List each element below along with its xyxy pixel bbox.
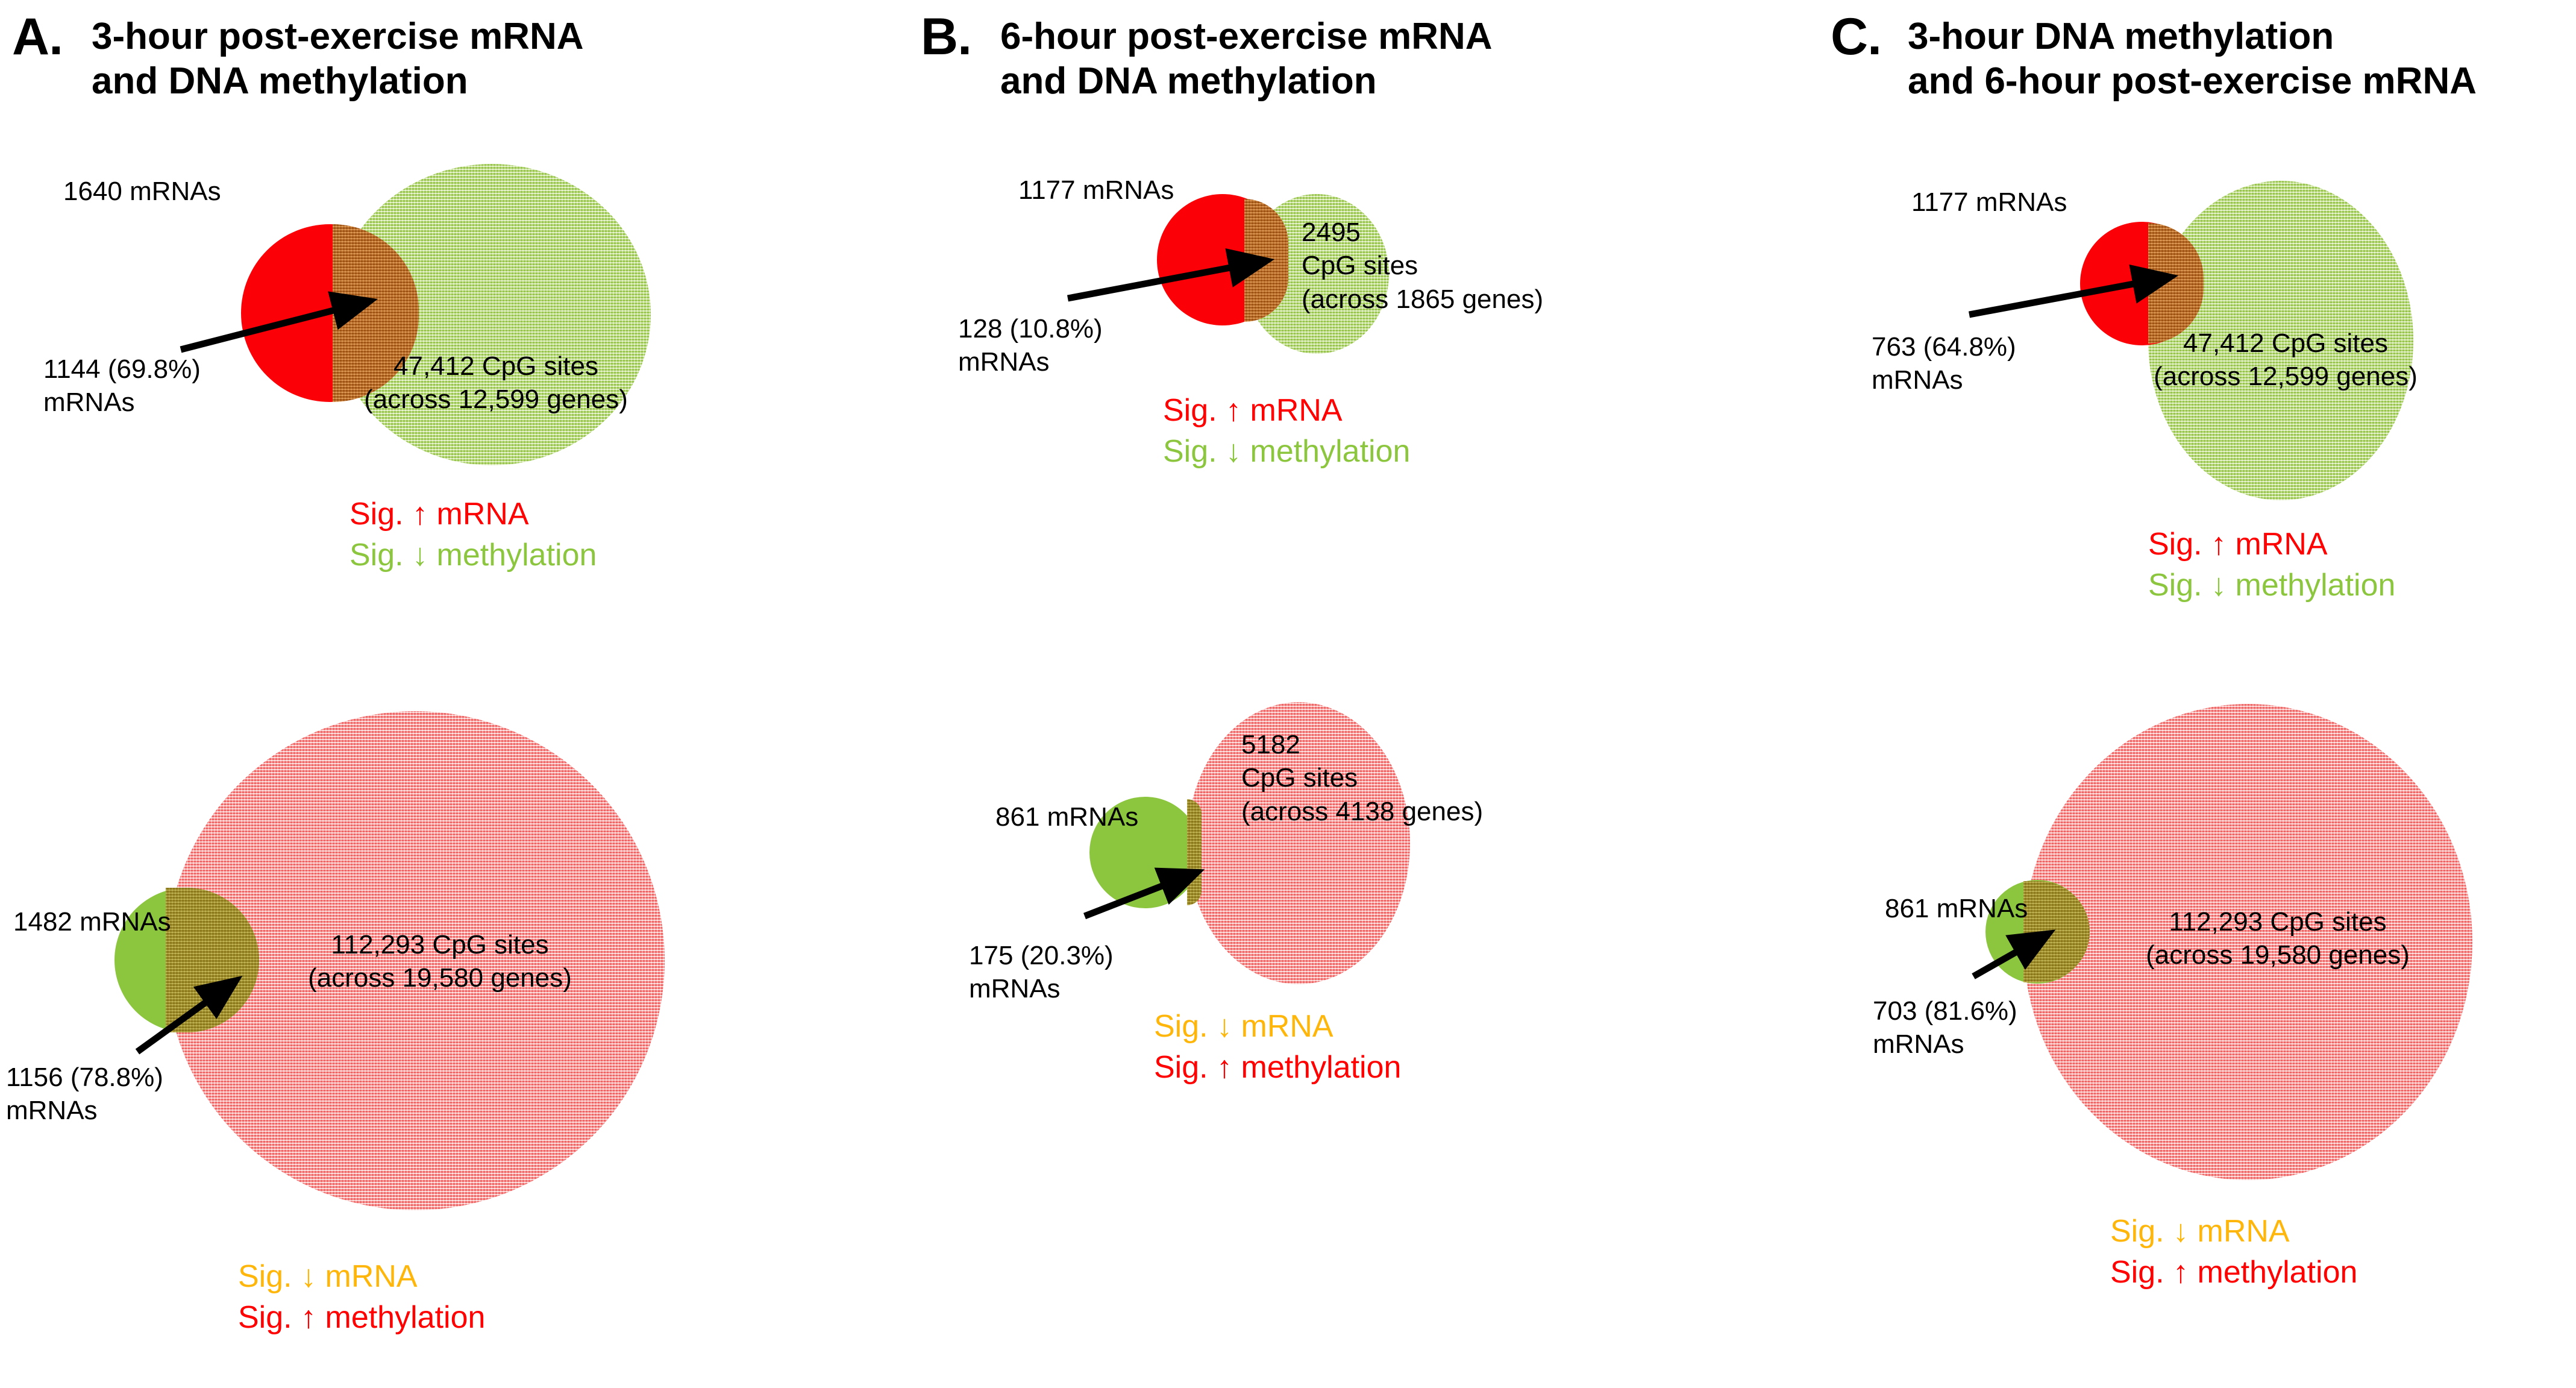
- overlap-label-a-bottom: 1156 (78.8%) mRNAs: [6, 1063, 163, 1126]
- panel-c-letter: C.: [1831, 8, 1882, 66]
- mrna-total-label-b-bottom: 861 mRNAs: [995, 802, 1139, 832]
- mrna-total-label-c-top: 1177 mRNAs: [1911, 187, 2067, 217]
- panel-c-header: C. 3-hour DNA methylation and 6-hour pos…: [1831, 11, 2477, 104]
- overlap-arrow-b-top: [1067, 248, 1275, 302]
- legend-a-top-line1: Sig. ↑ mRNA: [349, 497, 529, 532]
- legend-c-top-line1: Sig. ↑ mRNA: [2148, 527, 2328, 562]
- overlap-label-b-bottom: 175 (20.3%) mRNAs: [969, 941, 1114, 1004]
- legend-c-top-line2: Sig. ↓ methylation: [2148, 567, 2396, 603]
- legend-b-bottom-line1: Sig. ↓ mRNA: [1154, 1009, 1333, 1044]
- panel-a-letter: A.: [12, 8, 63, 66]
- legend-b-top-line2: Sig. ↓ methylation: [1163, 433, 1411, 469]
- methylation-circle-pink: [166, 711, 665, 1210]
- venn-b-bottom: 861 mRNAs 175 (20.3%) mRNAs 5182 CpG sit…: [904, 633, 1820, 1388]
- legend-c-bottom-line1: Sig. ↓ mRNA: [2110, 1214, 2290, 1249]
- overlap-label-a-top: 1144 (69.8%) mRNAs: [43, 354, 201, 418]
- mrna-total-label-a-bottom: 1482 mRNAs: [13, 907, 171, 937]
- legend-b-bottom-line2: Sig. ↑ methylation: [1154, 1049, 1402, 1085]
- panel-a-title: 3-hour post-exercise mRNA and DNA methyl…: [92, 16, 584, 102]
- overlap-label-b-top: 128 (10.8%) mRNAs: [958, 314, 1103, 377]
- venn-a-top: 1640 mRNAs 1144 (69.8%) mRNAs 47,412 CpG…: [0, 0, 904, 633]
- panel-b-header: B. 6-hour post-exercise mRNA and DNA met…: [921, 11, 1493, 104]
- methylation-label-c-bottom: 112,293 CpG sites (across 19,580 genes): [2146, 907, 2410, 970]
- panel-b-title: 6-hour post-exercise mRNA and DNA methyl…: [1000, 16, 1493, 102]
- venn-c-bottom: 861 mRNAs 703 (81.6%) mRNAs 112,293 CpG …: [1820, 633, 2576, 1388]
- legend-b-top: Sig. ↑ mRNA Sig. ↓ methylation: [1163, 391, 1410, 472]
- methylation-circle-green: [2148, 181, 2413, 500]
- legend-a-top: Sig. ↑ mRNA Sig. ↓ methylation: [349, 494, 597, 576]
- methylation-label-b-bottom: 5182 CpG sites (across 4138 genes): [1241, 730, 1484, 826]
- methylation-label-a-top: 47,412 CpG sites (across 12,599 genes): [364, 351, 628, 415]
- legend-c-bottom-line2: Sig. ↑ methylation: [2110, 1254, 2358, 1290]
- methylation-circle-pink: [1187, 702, 1410, 984]
- legend-a-top-line2: Sig. ↓ methylation: [349, 537, 597, 573]
- legend-c-bottom: Sig. ↓ mRNA Sig. ↑ methylation: [2110, 1211, 2357, 1293]
- legend-a-bottom: Sig. ↓ mRNA Sig. ↑ methylation: [238, 1257, 485, 1338]
- overlap-label-c-top: 763 (64.8%) mRNAs: [1872, 332, 2016, 395]
- mrna-total-label-c-bottom: 861 mRNAs: [1885, 894, 2028, 923]
- methylation-label-b-top: 2495 CpG sites (across 1865 genes): [1302, 218, 1544, 314]
- overlap-arrow-a-bottom: [135, 975, 243, 1055]
- overlap-arrow-c-bottom: [1972, 929, 2056, 979]
- venn-b-top: 1177 mRNAs 128 (10.8%) mRNAs 2495 CpG si…: [904, 0, 1820, 633]
- venn-a-bottom: 1482 mRNAs 1156 (78.8%) mRNAs 112,293 Cp…: [0, 633, 904, 1388]
- methylation-circle-pink: [2023, 704, 2472, 1180]
- overlap-arrow-a-top: [180, 291, 378, 353]
- legend-c-top: Sig. ↑ mRNA Sig. ↓ methylation: [2148, 524, 2395, 606]
- panel-b: B. 6-hour post-exercise mRNA and DNA met…: [904, 0, 1820, 1388]
- panel-c: C. 3-hour DNA methylation and 6-hour pos…: [1820, 0, 2576, 1388]
- mrna-total-label-a-top: 1640 mRNAs: [63, 177, 221, 206]
- methylation-label-a-bottom: 112,293 CpG sites (across 19,580 genes): [308, 930, 572, 993]
- legend-a-bottom-line1: Sig. ↓ mRNA: [238, 1259, 418, 1294]
- overlap-arrow-c-top: [1968, 264, 2179, 318]
- venn-c-top: 1177 mRNAs 763 (64.8%) mRNAs 47,412 CpG …: [1820, 0, 2576, 633]
- legend-a-bottom-line2: Sig. ↑ methylation: [238, 1299, 486, 1335]
- panel-a: A. 3-hour post-exercise mRNA and DNA met…: [0, 0, 904, 1388]
- panel-c-title: 3-hour DNA methylation and 6-hour post-e…: [1908, 16, 2477, 102]
- panel-a-header: A. 3-hour post-exercise mRNA and DNA met…: [12, 11, 584, 104]
- legend-b-top-line1: Sig. ↑ mRNA: [1163, 393, 1343, 428]
- methylation-label-c-top: 47,412 CpG sites (across 12,599 genes): [2154, 328, 2418, 392]
- panel-b-letter: B.: [921, 8, 972, 66]
- legend-b-bottom: Sig. ↓ mRNA Sig. ↑ methylation: [1154, 1006, 1401, 1088]
- overlap-label-c-bottom: 703 (81.6%) mRNAs: [1873, 996, 2017, 1060]
- overlap-arrow-b-bottom: [1083, 867, 1205, 920]
- mrna-total-label-b-top: 1177 mRNAs: [1018, 175, 1174, 205]
